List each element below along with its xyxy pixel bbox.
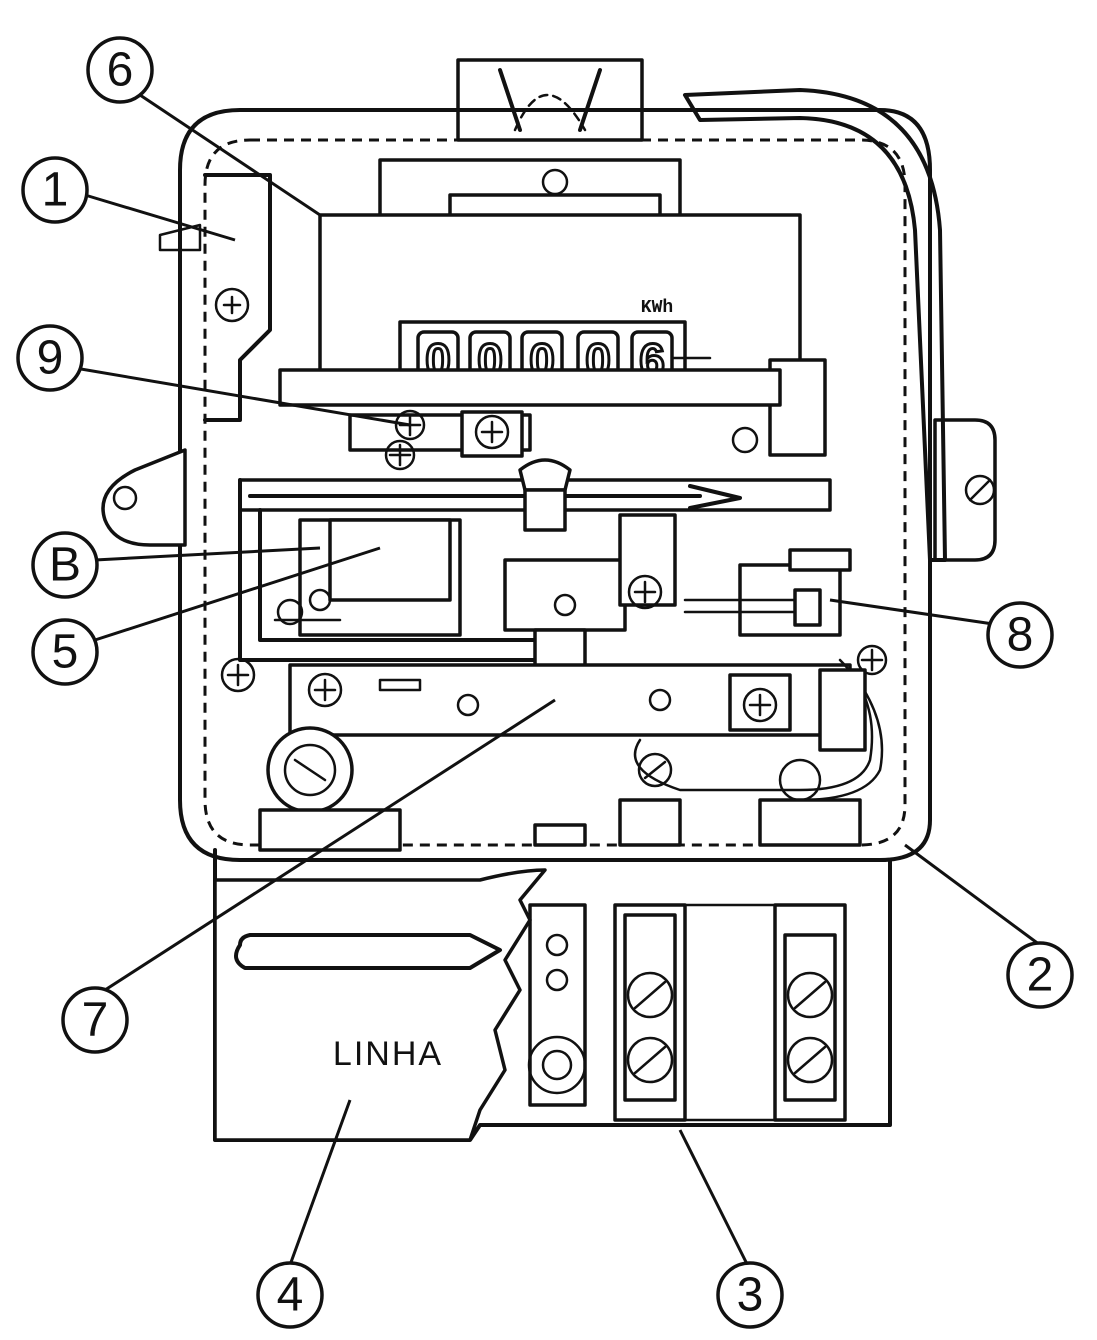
svg-text:7: 7 [82,994,109,1047]
callout-3: 3 [716,1261,784,1329]
callout-9: 9 [16,324,84,392]
terminal-block [213,848,892,1142]
terminal-cover-label: LINHA [333,1035,443,1073]
callout-5: 5 [31,618,99,686]
callout-b: B [31,531,99,599]
svg-text:4: 4 [277,1269,304,1322]
top-support-block [378,158,682,222]
svg-text:5: 5 [52,626,79,679]
left-mounting-ear [101,448,187,547]
callout-7: 7 [61,986,129,1054]
leader-lines [74,93,1041,1271]
voltage-adjuster [683,548,852,637]
svg-text:B: B [49,539,81,592]
register-unit-label: KWh [641,298,673,318]
callout-6: 6 [86,36,154,104]
wire-clamp [818,668,867,752]
callout-4: 4 [256,1261,324,1329]
svg-text:2: 2 [1027,949,1054,1002]
callout-8: 8 [986,601,1054,669]
svg-text:1: 1 [42,164,69,217]
callout-2: 2 [1006,941,1074,1009]
svg-text:9: 9 [37,332,64,385]
internal-wiring [633,658,884,802]
svg-text:6: 6 [107,44,134,97]
left-frame-plate [203,173,272,422]
svg-text:3: 3 [737,1269,764,1322]
terminal-cover: LINHA [213,868,547,1142]
right-mounting-ear [933,418,997,562]
top-hanger-bracket [456,58,644,142]
meter-base-housing [158,108,932,862]
upper-bearing-block [278,368,782,471]
callout-1: 1 [21,156,89,224]
svg-text:8: 8 [1007,609,1034,662]
terminal-posts [258,726,862,852]
current-coil-bracket [238,478,542,662]
curved-frame-edge [683,88,947,562]
